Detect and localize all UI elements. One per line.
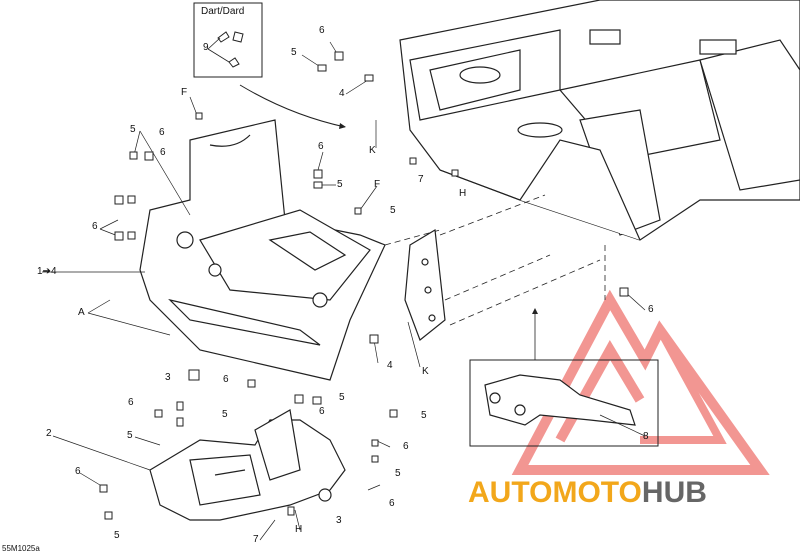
callout-label: 3 [165,372,171,383]
callout-label: 6 [389,498,395,509]
front-frame-plate [139,119,386,381]
callout-label: 6 [92,221,98,232]
callout-label: 7 [418,174,424,185]
drawing-code: 55M1025a [2,544,40,553]
callout-label: 6 [223,374,229,385]
callout-label: 5 [130,124,136,135]
callout-label: 5 [421,410,427,421]
callout-label: F [374,179,381,190]
callout-label: 6 [319,406,325,417]
callout-label: 5 [291,47,297,58]
dart-inset-box [193,2,263,78]
detail-inset-box [469,359,659,447]
callout-label: 6 [318,141,324,152]
side-bracket [404,229,446,341]
vehicle-frame [399,0,800,241]
inset-pointer-arrow [239,84,346,128]
callout-label: 7 [253,534,259,545]
callout-label: H [459,188,467,199]
callout-label: 4 [387,360,393,371]
callout-label: 6 [319,25,325,36]
callout-label: 6 [648,304,654,315]
watermark-part2: MOTO [552,476,642,509]
fastener-icons [99,51,629,520]
callout-label: 5 [339,392,345,403]
callout-label: 5 [222,409,228,420]
watermark-part3: HUB [641,476,707,509]
callout-label: H [295,524,303,535]
callout-label: K [422,366,429,377]
callout-label: 6 [75,466,81,477]
callout-label: 3 [336,515,342,526]
callout-label: 5 [390,205,396,216]
watermark-text: AUTOMOTOHUB [468,476,707,510]
callout-label: 5 [114,530,120,541]
lower-bumper-assembly [149,409,346,521]
callout-label: 6 [160,147,166,158]
callout-label: 6 [403,441,409,452]
callout-label: 4 [339,88,345,99]
callout-label: 5 [127,430,133,441]
callout-label: K [369,145,376,156]
callout-label: 9 [203,42,209,53]
callout-label: 6 [159,127,165,138]
detail-bracket [484,374,636,426]
callout-label: 5 [395,468,401,479]
callout-label: A [78,307,85,318]
callout-label: 6 [128,397,134,408]
callout-label: 5 [337,179,343,190]
alignment-lines [384,194,606,326]
callout-label: F [181,87,188,98]
watermark-part1: AUTO [468,476,553,509]
dart-fastener-icons [217,31,244,68]
callout-label: 2 [46,428,52,439]
leader-lines [42,41,646,541]
callout-label: 1➔4 [37,266,57,277]
dart-inset-title: Dart/Dard [201,6,245,17]
callout-label: 8 [643,431,649,442]
